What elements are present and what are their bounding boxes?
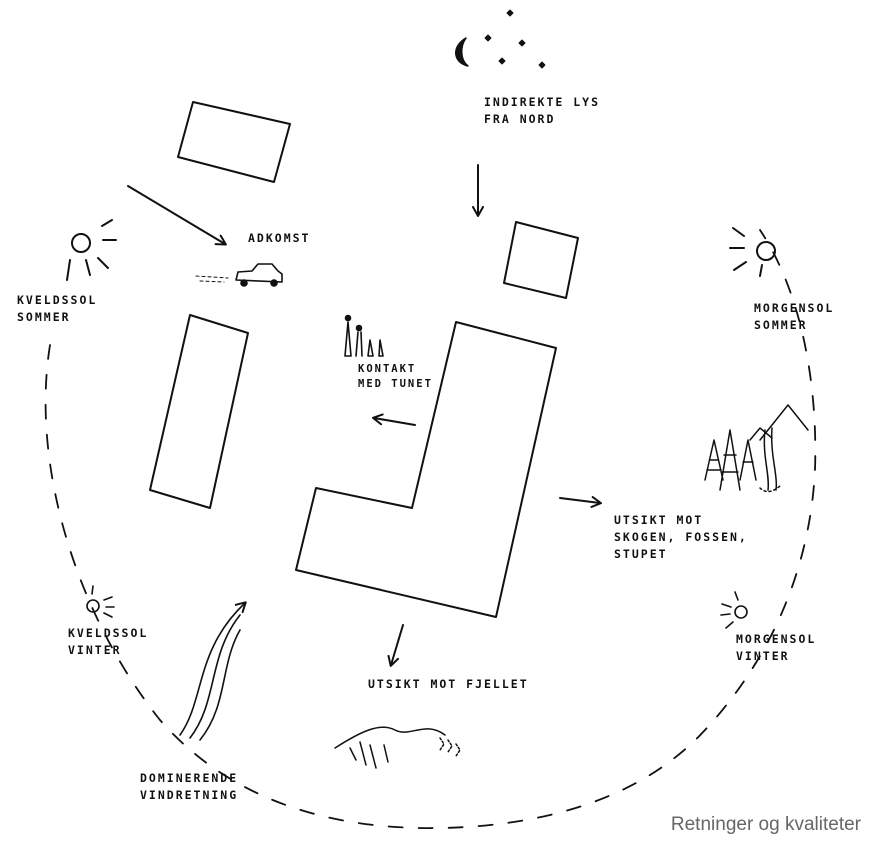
contact-yard-arrow [372,413,416,426]
building-top-right [503,221,579,299]
label-morning-sun-winter: MORGENSOL VINTER [736,632,817,663]
forest-view-arrow [559,496,602,508]
forest-waterfall-icon [704,404,809,493]
label-evening-sun-winter: KVELDSSOL VINTER [68,626,149,657]
sun-evening-winter-icon [86,585,115,618]
building-left [149,314,249,509]
label-dominant-wind: DOMINERENDE VINDRETNING [140,771,239,802]
building-top-left [177,101,291,183]
mountain-view-arrow [387,624,404,667]
figure-caption: Retninger og kvaliteter [670,814,861,835]
mountain-icon [334,726,461,769]
label-indirect-light: INDIREKTE LYS FRA NORD [484,95,601,126]
moon-stars-icon [455,9,546,69]
label-morning-sun-summer: MORGENSOL SOMMER [754,301,835,332]
label-view-mountain: UTSIKT MOT FJELLET [368,677,529,691]
building-main-l-shape [295,321,557,618]
label-view-forest: UTSIKT MOT SKOGEN, FOSSEN, STUPET [614,513,748,561]
car-icon [195,263,283,287]
access-arrow [127,185,227,246]
label-contact-yard: KONTAKT MED TUNET [358,363,433,390]
label-evening-sun-summer: KVELDSSOL SOMMER [17,293,98,324]
label-access: ADKOMST [248,231,311,245]
wind-direction-lines [179,601,247,741]
people-icon [344,314,384,357]
sun-morning-summer-icon [729,227,776,277]
sun-path-dashed-arc [44,229,817,829]
sun-evening-summer-icon [66,219,117,281]
sun-morning-winter-icon [720,591,748,629]
